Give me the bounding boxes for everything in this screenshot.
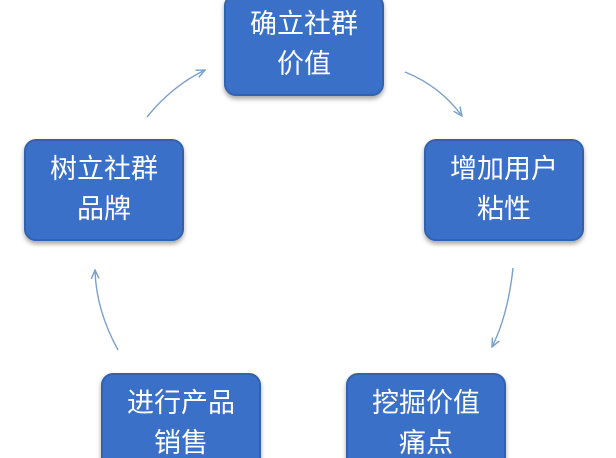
node-label-line2: 粘性 bbox=[477, 194, 531, 225]
node-label-line2: 痛点 bbox=[399, 428, 453, 458]
node-label-line1: 增加用户 bbox=[450, 154, 558, 185]
node-label-line2: 销售 bbox=[154, 428, 208, 458]
arrow-1-to-2 bbox=[404, 71, 462, 116]
node-define-community-value: 确立社群 价值 bbox=[224, 0, 384, 96]
node-label-line1: 树立社群 bbox=[50, 154, 158, 185]
node-label-line1: 进行产品 bbox=[127, 388, 235, 419]
arrow-5-to-1 bbox=[146, 70, 205, 118]
node-discover-value-pain-points: 挖掘价值 痛点 bbox=[346, 373, 506, 458]
node-label-line1: 挖掘价值 bbox=[372, 388, 480, 419]
arrow-2-to-3 bbox=[492, 267, 514, 347]
node-increase-user-stickiness: 增加用户 粘性 bbox=[424, 139, 584, 241]
node-label-line2: 品牌 bbox=[77, 194, 131, 225]
arrow-4-to-5 bbox=[95, 270, 119, 351]
node-label-line1: 确立社群 bbox=[250, 9, 358, 40]
node-build-community-brand: 树立社群 品牌 bbox=[24, 139, 184, 241]
node-product-sales: 进行产品 销售 bbox=[101, 373, 261, 458]
node-label-line2: 价值 bbox=[277, 49, 331, 80]
